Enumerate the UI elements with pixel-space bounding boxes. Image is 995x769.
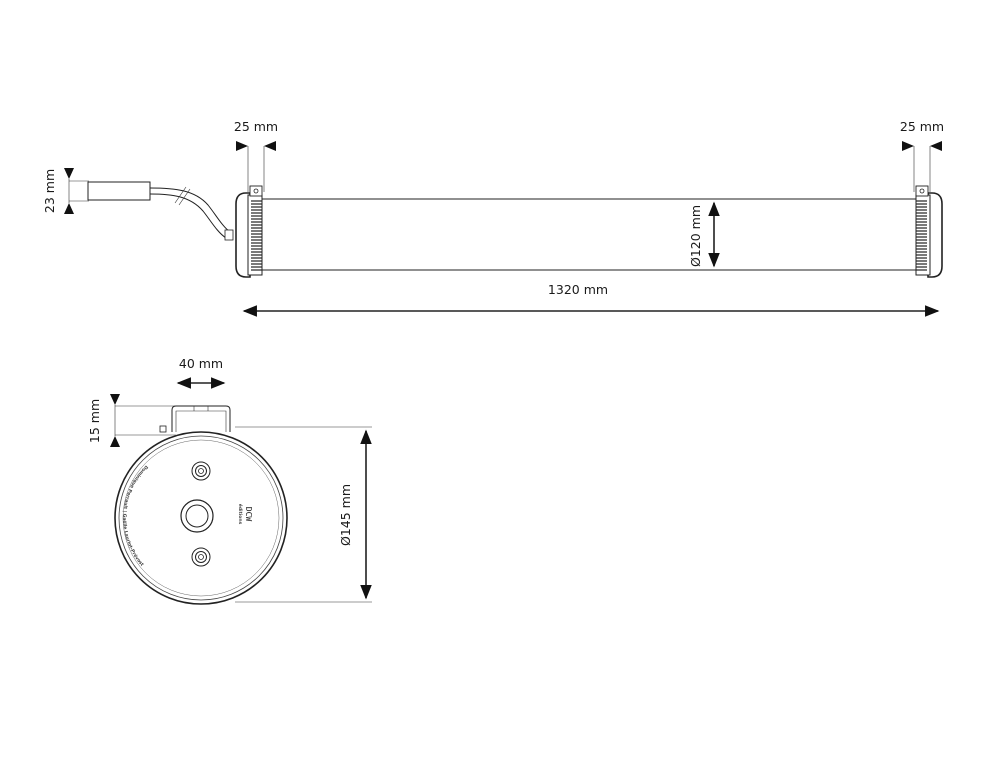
bracket-height-label: 15 mm: [87, 399, 102, 443]
end-view: 40 mm 15 mm: [87, 356, 372, 605]
mounting-bracket: [159, 405, 231, 433]
bracket-width-label: 40 mm: [179, 356, 223, 371]
connector-height-label: 23 mm: [42, 169, 57, 213]
cap-right-label: 25 mm: [900, 119, 944, 134]
dcw-logo: DCW éditions: [237, 504, 253, 525]
tube-diameter-dimension: Ø120 mm: [688, 201, 720, 268]
end-diameter-label: Ø145 mm: [338, 484, 353, 546]
svg-text:DCW: DCW: [244, 507, 253, 522]
bracket-height-dimension: 15 mm: [87, 394, 176, 447]
connector-height-dimension: 23 mm: [42, 168, 89, 214]
left-end-cap: [235, 185, 263, 278]
right-end-cap: [915, 185, 943, 278]
tube-diameter-label: Ø120 mm: [688, 205, 703, 267]
svg-text:éditions: éditions: [237, 504, 244, 525]
tube-length-label: 1320 mm: [548, 282, 608, 297]
tube-body: [235, 185, 943, 278]
cap-left-label: 25 mm: [234, 119, 278, 134]
end-diameter-dimension: Ø145 mm: [235, 426, 372, 603]
end-face: Dominique Perrault | Gaëlle Lauriot-Prév…: [114, 431, 288, 605]
cap-right-dimension: 25 mm: [900, 119, 944, 192]
cap-left-dimension: 25 mm: [234, 119, 278, 192]
side-view: 25 mm 25 mm 23 mm: [42, 119, 944, 317]
connector-block: [87, 181, 234, 241]
bracket-width-dimension: 40 mm: [176, 356, 226, 389]
tube-length-dimension: 1320 mm: [242, 282, 940, 317]
